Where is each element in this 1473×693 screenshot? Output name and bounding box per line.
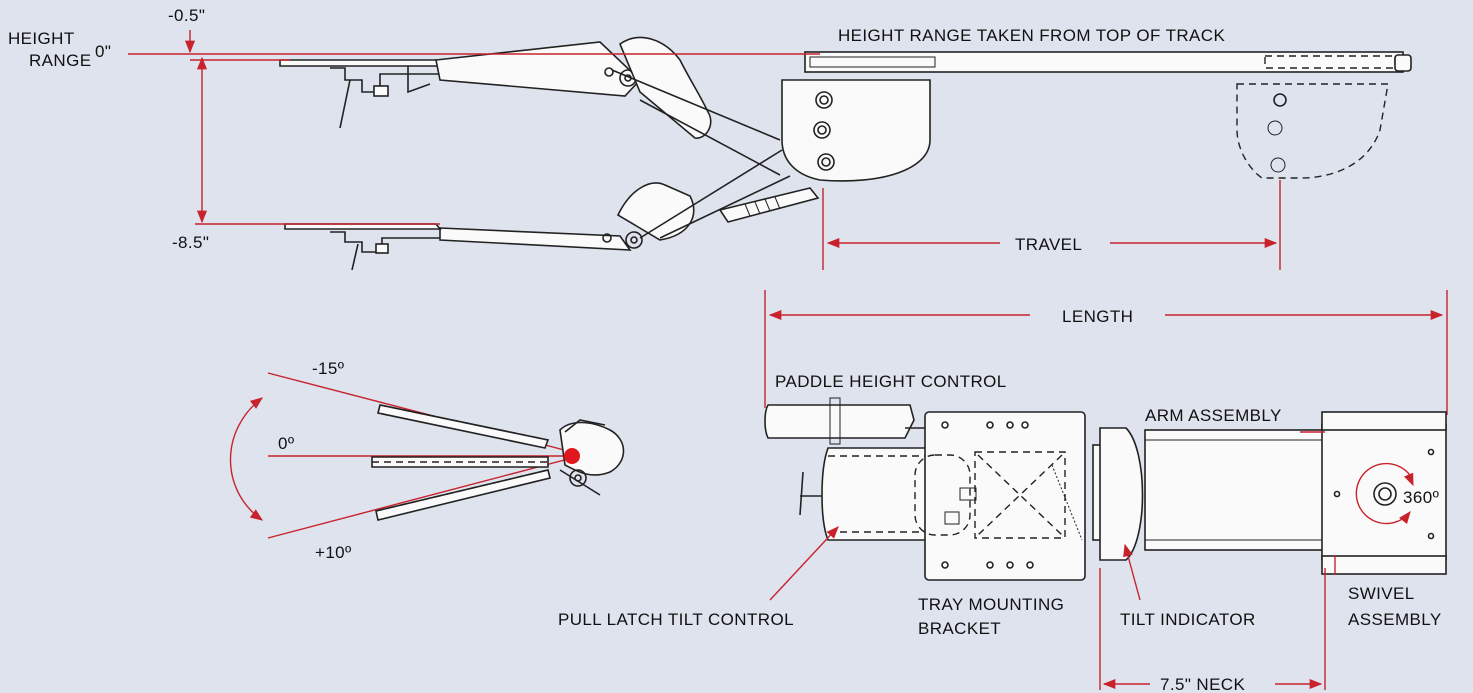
length-dimension xyxy=(764,290,1448,415)
label-range: RANGE xyxy=(29,51,91,70)
tilt-diagram xyxy=(229,372,625,539)
label-minus-half: -0.5" xyxy=(168,6,205,25)
height-range-dimension xyxy=(128,30,820,225)
side-view-drawing xyxy=(279,36,1412,271)
neck-dimension xyxy=(1099,568,1326,690)
leader-lines xyxy=(769,431,1336,601)
label-360: 360º xyxy=(1403,488,1439,507)
mechanism-plate xyxy=(781,79,931,182)
label-neck: 7.5" NECK xyxy=(1160,675,1245,693)
tilt-indicator-part xyxy=(1099,427,1144,561)
label-pull-latch-tilt-control: PULL LATCH TILT CONTROL xyxy=(558,610,794,629)
upper-arm xyxy=(435,41,642,97)
label-length: LENGTH xyxy=(1062,307,1133,326)
label-tilt-indicator: TILT INDICATOR xyxy=(1120,610,1256,629)
label-paddle-height-control: PADDLE HEIGHT CONTROL xyxy=(775,372,1007,391)
label-zero-inch: 0" xyxy=(95,42,111,61)
label-height-range-note: HEIGHT RANGE TAKEN FROM TOP OF TRACK xyxy=(838,26,1225,45)
label-bracket: BRACKET xyxy=(918,619,1001,638)
tray-mounting-bracket-part xyxy=(924,411,1086,581)
label-plus-10: +10º xyxy=(315,543,352,562)
arm-assembly-part xyxy=(1144,429,1331,551)
lower-arm xyxy=(439,227,632,251)
swivel-assembly-part xyxy=(1321,423,1447,561)
label-arm-assembly: ARM ASSEMBLY xyxy=(1145,406,1282,425)
label-assembly: ASSEMBLY xyxy=(1348,610,1442,629)
lower-paddle-handle xyxy=(616,182,695,241)
track-rail xyxy=(804,51,1404,73)
gas-spring xyxy=(718,187,820,223)
label-minus-eight-half: -8.5" xyxy=(172,233,209,252)
tray-upper xyxy=(279,59,442,67)
label-swivel: SWIVEL xyxy=(1348,584,1415,603)
top-view-drawing xyxy=(764,397,1447,581)
upper-paddle-handle xyxy=(619,36,712,139)
label-minus-15: -15º xyxy=(312,359,344,378)
travel-dimension xyxy=(822,180,1281,270)
label-tray-mounting: TRAY MOUNTING xyxy=(918,595,1064,614)
label-height: HEIGHT xyxy=(8,29,75,48)
label-travel: TRAVEL xyxy=(1015,235,1082,254)
tray-lower xyxy=(284,223,442,230)
mechanism-ghost xyxy=(1236,83,1389,179)
tilt-pivot-marker xyxy=(564,448,580,464)
label-zero-deg: 0º xyxy=(278,434,294,453)
